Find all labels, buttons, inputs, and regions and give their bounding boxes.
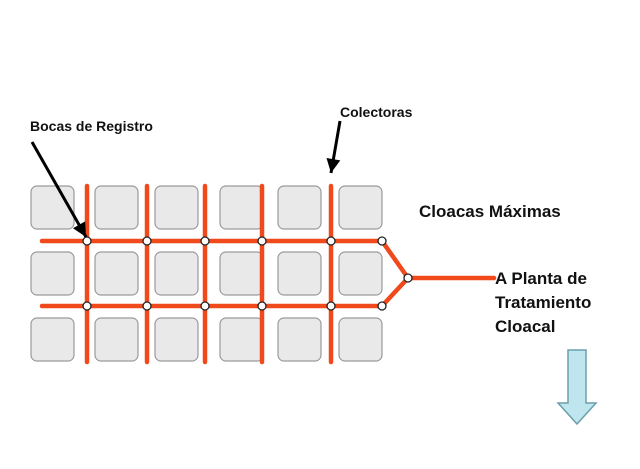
pointer-head (326, 158, 341, 173)
pointer-shaft (30, 141, 88, 238)
label-bocas-de-registro: Bocas de Registro (30, 118, 153, 134)
city-block-r1-c5 (277, 185, 322, 230)
city-block-r3-c1 (30, 317, 75, 362)
down-flow-arrow-icon (556, 349, 598, 426)
main-junction-pipe (379, 238, 411, 309)
manholes (82, 236, 413, 311)
manhole-node-icon (377, 236, 387, 246)
planta-line-1: A Planta de (495, 269, 587, 288)
planta-line-2: Tratamiento (495, 293, 592, 312)
city-blocks (30, 185, 383, 362)
manhole-node-icon (82, 236, 92, 246)
manhole-node-icon (377, 301, 387, 311)
manhole-node-icon (200, 236, 210, 246)
manhole-node-icon (326, 301, 336, 311)
pointer-arrow-icon (326, 120, 342, 174)
city-block-r2-c3 (154, 251, 199, 296)
manhole-node-icon (257, 301, 267, 311)
city-block-r3-c4 (219, 317, 264, 362)
pointer-arrow-icon (30, 141, 88, 238)
manhole-node-icon (326, 236, 336, 246)
city-block-r2-c4 (219, 251, 264, 296)
city-block-r1-c6 (338, 185, 383, 230)
city-block-r2-c1 (30, 251, 75, 296)
manhole-node-icon (82, 301, 92, 311)
city-block-r1-c4 (219, 185, 264, 230)
city-block-r3-c2 (94, 317, 139, 362)
pointer-arrows (30, 120, 342, 238)
sewer-pipes (39, 183, 497, 365)
flow-direction (556, 349, 598, 426)
manhole-node-icon (403, 273, 413, 283)
planta-line-3: Cloacal (495, 317, 556, 336)
label-cloacas-maximas: Cloacas Máximas (419, 202, 561, 221)
city-block-r2-c2 (94, 251, 139, 296)
manhole-node-icon (257, 236, 267, 246)
city-block-r1-c2 (94, 185, 139, 230)
city-block-r1-c3 (154, 185, 199, 230)
city-block-r3-c6 (338, 317, 383, 362)
city-block-r3-c3 (154, 317, 199, 362)
label-colectoras: Colectoras (340, 104, 413, 120)
city-block-r3-c5 (277, 317, 322, 362)
manhole-node-icon (142, 236, 152, 246)
manhole-node-icon (200, 301, 210, 311)
city-block-r2-c6 (338, 251, 383, 296)
label-planta-tratamiento: A Planta de Tratamiento Cloacal (495, 267, 635, 339)
pointer-head (72, 221, 86, 237)
city-block-r2-c5 (277, 251, 322, 296)
manhole-node-icon (142, 301, 152, 311)
